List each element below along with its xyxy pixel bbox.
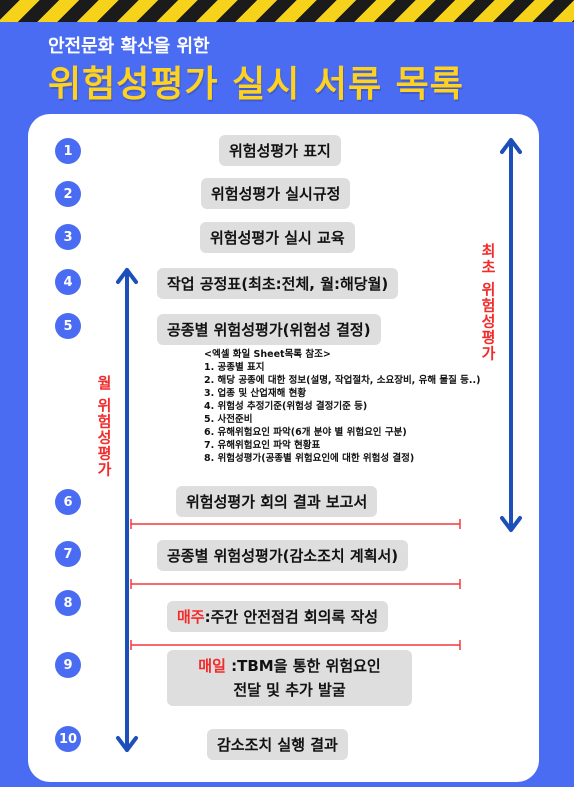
item-6: 위험성평가 회의 결과 보고서 xyxy=(176,486,378,517)
item-8-frequency: 매주 xyxy=(177,608,205,626)
item-3: 위험성평가 실시 교육 xyxy=(200,222,355,253)
step-number-8: 8 xyxy=(55,590,81,616)
step-number-7: 7 xyxy=(55,541,81,567)
item-9-label: :TBM을 통한 위험요인 xyxy=(225,657,381,675)
item-5: 공종별 위험성평가(위험성 결정) xyxy=(157,314,381,345)
excel-note-heading: <엑셀 화일 Sheet목록 참조> xyxy=(204,349,331,360)
step-number-9: 9 xyxy=(55,652,81,678)
step-number-4: 4 xyxy=(55,269,81,295)
excel-note-line: 8. 위험성평가(공종별 위험요인에 대한 위험성 결정) xyxy=(204,453,415,464)
step-number-5: 5 xyxy=(55,313,81,339)
item-9-label-line2: 전달 및 추가 발굴 xyxy=(233,681,346,699)
step-number-6: 6 xyxy=(55,489,81,515)
excel-note-line: 4. 위험성 추정기준(위험성 결정기준 등) xyxy=(204,401,368,412)
excel-note-line: 7. 유해위험요인 파악 현황표 xyxy=(204,440,321,451)
excel-note-line: 6. 유해위험요인 파악(6개 분야 별 위험요인 구분) xyxy=(204,427,407,438)
step-number-2: 2 xyxy=(55,181,81,207)
excel-note-line: 3. 업종 및 산업재해 현황 xyxy=(204,388,307,399)
initial-assessment-label: 최초 위험성평가 xyxy=(479,243,497,362)
item-9-frequency: 매일 xyxy=(198,657,226,675)
monthly-assessment-label: 월 위험성평가 xyxy=(95,375,113,478)
step-number-10: 10 xyxy=(55,726,81,752)
excel-note-line: 2. 해당 공종에 대한 정보(설명, 작업절차, 소요장비, 유해 물질 등.… xyxy=(204,375,481,386)
excel-sheet-note: <엑셀 화일 Sheet목록 참조> 1. 공종별 표지 2. 해당 공종에 대… xyxy=(204,348,480,465)
item-1: 위험성평가 표지 xyxy=(219,135,341,166)
step-number-3: 3 xyxy=(55,224,81,250)
item-4: 작업 공정표(최초:전체, 월:해당월) xyxy=(157,268,399,299)
item-9: 매일 :TBM을 통한 위험요인 전달 및 추가 발굴 xyxy=(167,650,412,706)
header-subtitle: 안전문화 확산을 위한 xyxy=(48,36,210,57)
item-8-label: :주간 안전점검 회의록 작성 xyxy=(204,608,379,626)
step-number-1: 1 xyxy=(55,138,81,164)
page-title: 위험성평가 실시 서류 목록 xyxy=(48,64,464,105)
item-7: 공종별 위험성평가(감소조치 계획서) xyxy=(157,540,409,571)
item-2: 위험성평가 실시규정 xyxy=(201,178,351,209)
excel-note-line: 1. 공종별 표지 xyxy=(204,362,265,373)
excel-note-line: 5. 사전준비 xyxy=(204,414,253,425)
caution-stripes xyxy=(0,0,574,22)
item-8: 매주:주간 안전점검 회의록 작성 xyxy=(167,601,389,632)
item-10: 감소조치 실행 결과 xyxy=(207,729,348,760)
